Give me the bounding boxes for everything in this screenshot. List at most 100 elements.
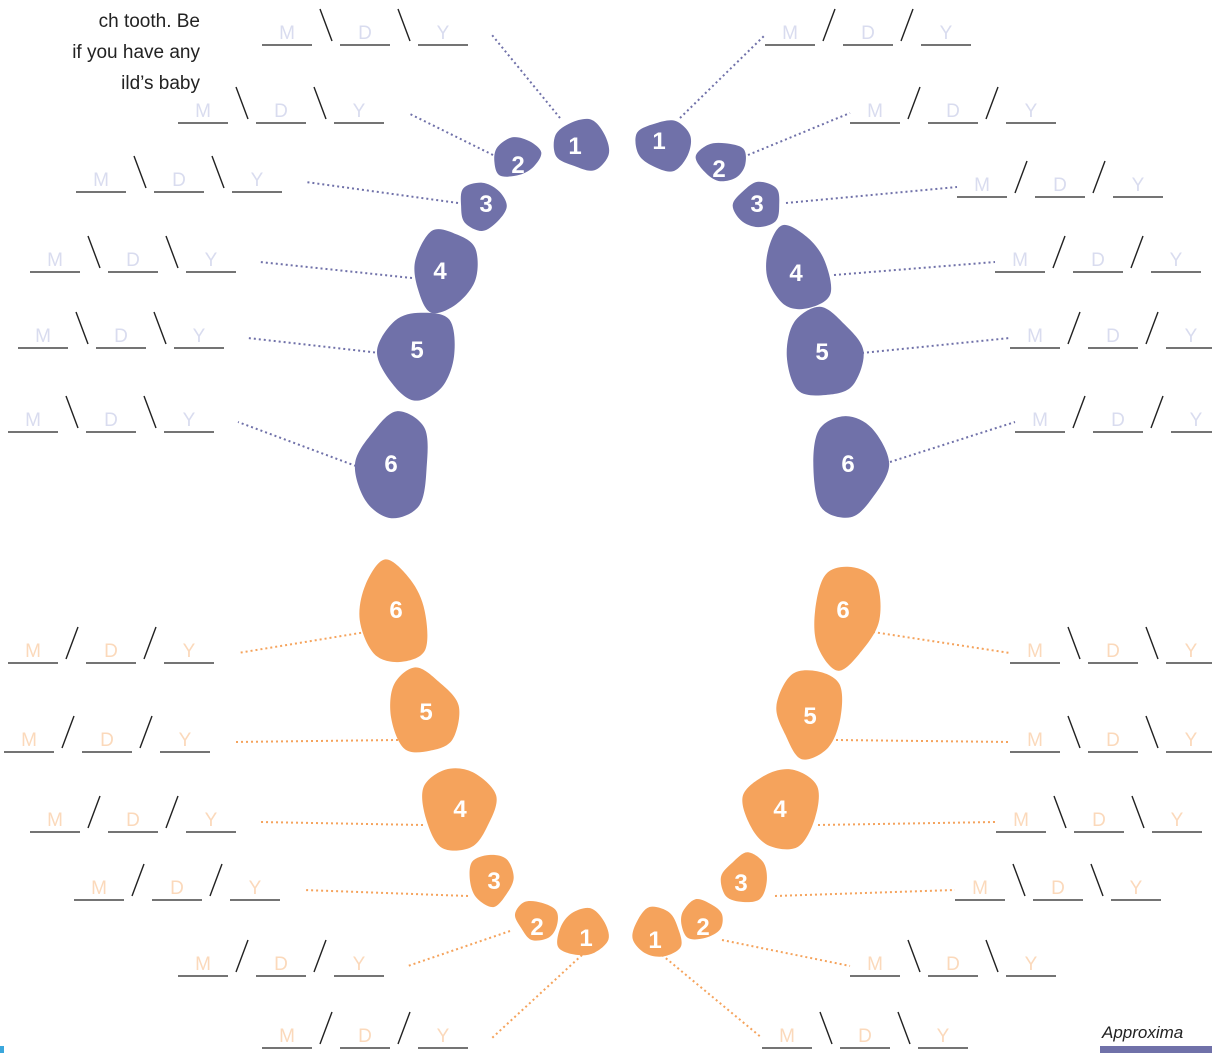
year-field-label[interactable]: Y bbox=[1171, 810, 1184, 831]
month-field-label[interactable]: M bbox=[974, 175, 990, 196]
year-field-label[interactable]: Y bbox=[1132, 175, 1145, 196]
year-field-label[interactable]: Y bbox=[940, 23, 953, 44]
year-field-label[interactable]: Y bbox=[437, 1026, 450, 1047]
year-field-label[interactable]: Y bbox=[193, 326, 206, 347]
year-field-label[interactable]: Y bbox=[1185, 730, 1198, 751]
leader-line bbox=[775, 890, 955, 896]
day-field-label[interactable]: D bbox=[1106, 641, 1120, 662]
month-field-label[interactable]: M bbox=[47, 810, 63, 831]
day-field-label[interactable]: D bbox=[104, 410, 118, 431]
date-separator bbox=[320, 1012, 332, 1044]
year-field-label[interactable]: Y bbox=[249, 878, 262, 899]
year-field-label[interactable]: Y bbox=[183, 641, 196, 662]
year-field-label[interactable]: Y bbox=[179, 730, 192, 751]
day-field-label[interactable]: D bbox=[946, 954, 960, 975]
day-field-label[interactable]: D bbox=[126, 810, 140, 831]
day-field-label[interactable]: D bbox=[1091, 250, 1105, 271]
year-field-label[interactable]: Y bbox=[1025, 101, 1038, 122]
corner-mark bbox=[0, 1046, 4, 1053]
day-field-label[interactable]: D bbox=[358, 1026, 372, 1047]
month-field-label[interactable]: M bbox=[195, 954, 211, 975]
year-field-label[interactable]: Y bbox=[353, 954, 366, 975]
day-field-label[interactable]: D bbox=[114, 326, 128, 347]
leader-line bbox=[748, 113, 850, 155]
tooth-number: 3 bbox=[734, 870, 747, 897]
month-field-label[interactable]: M bbox=[91, 878, 107, 899]
upper-right-tooth-2-group: MDY2 bbox=[696, 87, 1056, 183]
year-field-label[interactable]: Y bbox=[1190, 410, 1203, 431]
day-field-label[interactable]: D bbox=[1092, 810, 1106, 831]
leader-line bbox=[306, 182, 458, 203]
month-field-label[interactable]: M bbox=[1013, 810, 1029, 831]
leader-line bbox=[492, 955, 582, 1038]
year-field-label[interactable]: Y bbox=[205, 810, 218, 831]
date-separator bbox=[986, 87, 998, 119]
day-field-label[interactable]: D bbox=[172, 170, 186, 191]
day-field-label[interactable]: D bbox=[858, 1026, 872, 1047]
year-field-label[interactable]: Y bbox=[1185, 641, 1198, 662]
date-separator bbox=[1053, 236, 1065, 268]
year-field-label[interactable]: Y bbox=[183, 410, 196, 431]
month-field-label[interactable]: M bbox=[1032, 410, 1048, 431]
day-field-label[interactable]: D bbox=[274, 101, 288, 122]
month-field-label[interactable]: M bbox=[35, 326, 51, 347]
day-field-label[interactable]: D bbox=[104, 641, 118, 662]
date-separator bbox=[820, 1012, 832, 1044]
year-field-label[interactable]: Y bbox=[1185, 326, 1198, 347]
date-separator bbox=[314, 87, 326, 119]
day-field-label[interactable]: D bbox=[358, 23, 372, 44]
year-field-label[interactable]: Y bbox=[205, 250, 218, 271]
date-separator bbox=[76, 312, 88, 344]
month-field-label[interactable]: M bbox=[279, 23, 295, 44]
month-field-label[interactable]: M bbox=[47, 250, 63, 271]
day-field-label[interactable]: D bbox=[1106, 730, 1120, 751]
month-field-label[interactable]: M bbox=[867, 101, 883, 122]
month-field-label[interactable]: M bbox=[93, 170, 109, 191]
date-separator bbox=[1015, 161, 1027, 193]
month-field-label[interactable]: M bbox=[21, 730, 37, 751]
tooth-number: 2 bbox=[530, 914, 543, 941]
day-field-label[interactable]: D bbox=[1111, 410, 1125, 431]
month-field-label[interactable]: M bbox=[1027, 641, 1043, 662]
upper-left-tooth-2-group: MDY2 bbox=[178, 87, 541, 179]
month-field-label[interactable]: M bbox=[1012, 250, 1028, 271]
date-separator bbox=[166, 796, 178, 828]
day-field-label[interactable]: D bbox=[946, 101, 960, 122]
leader-line bbox=[836, 740, 1010, 742]
year-field-label[interactable]: Y bbox=[1170, 250, 1183, 271]
day-field-label[interactable]: D bbox=[861, 23, 875, 44]
tooth-number: 1 bbox=[652, 128, 665, 155]
day-field-label[interactable]: D bbox=[126, 250, 140, 271]
month-field-label[interactable]: M bbox=[1027, 730, 1043, 751]
day-field-label[interactable]: D bbox=[274, 954, 288, 975]
date-separator bbox=[1091, 864, 1103, 896]
month-field-label[interactable]: M bbox=[25, 641, 41, 662]
upper-right-tooth-5-group: MDY5 bbox=[787, 307, 1212, 396]
date-separator bbox=[134, 156, 146, 188]
month-field-label[interactable]: M bbox=[782, 23, 798, 44]
month-field-label[interactable]: M bbox=[195, 101, 211, 122]
year-field-label[interactable]: Y bbox=[937, 1026, 950, 1047]
month-field-label[interactable]: M bbox=[972, 878, 988, 899]
month-field-label[interactable]: M bbox=[1027, 326, 1043, 347]
day-field-label[interactable]: D bbox=[170, 878, 184, 899]
year-field-label[interactable]: Y bbox=[1025, 954, 1038, 975]
date-separator bbox=[398, 9, 410, 41]
year-field-label[interactable]: Y bbox=[251, 170, 264, 191]
date-separator bbox=[1054, 796, 1066, 828]
year-field-label[interactable]: Y bbox=[437, 23, 450, 44]
month-field-label[interactable]: M bbox=[867, 954, 883, 975]
year-field-label[interactable]: Y bbox=[353, 101, 366, 122]
upper-left-tooth-5-group: MDY5 bbox=[18, 312, 455, 401]
month-field-label[interactable]: M bbox=[779, 1026, 795, 1047]
day-field-label[interactable]: D bbox=[1053, 175, 1067, 196]
day-field-label[interactable]: D bbox=[1051, 878, 1065, 899]
year-field-label[interactable]: Y bbox=[1130, 878, 1143, 899]
month-field-label[interactable]: M bbox=[25, 410, 41, 431]
day-field-label[interactable]: D bbox=[1106, 326, 1120, 347]
date-separator bbox=[88, 236, 100, 268]
month-field-label[interactable]: M bbox=[279, 1026, 295, 1047]
leader-line bbox=[786, 187, 957, 203]
day-field-label[interactable]: D bbox=[100, 730, 114, 751]
